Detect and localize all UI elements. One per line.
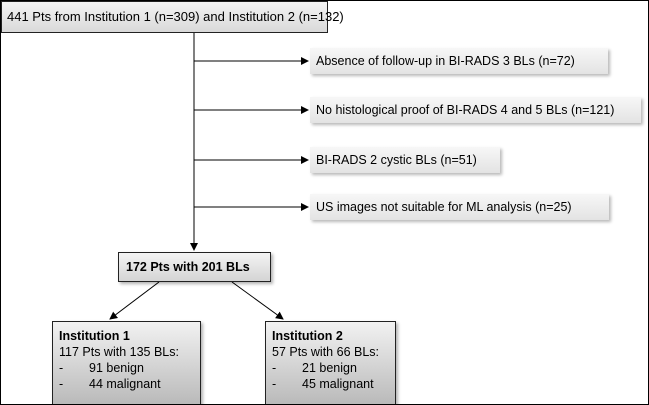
malignant-count: 45 malignant	[302, 377, 374, 391]
exclusion-text: US images not suitable for ML analysis (…	[316, 200, 572, 214]
exclusion-box-3: BI-RADS 2 cystic BLs (n=51)	[310, 147, 500, 173]
list-item: - 45 malignant	[272, 376, 395, 392]
final-cohort-box: 172 Pts with 201 BLs	[118, 252, 271, 282]
institution-summary: 117 Pts with 135 BLs:	[59, 345, 179, 359]
split-arrow-left	[109, 281, 160, 320]
enrollment-text: 441 Pts from Institution 1 (n=309) and I…	[7, 9, 344, 24]
malignant-count: 44 malignant	[89, 377, 161, 391]
bullet-dash: -	[59, 361, 64, 375]
bullet-dash: -	[272, 377, 277, 391]
institution-1-box: Institution 1 117 Pts with 135 BLs: - 91…	[52, 321, 201, 404]
split-arrow-right	[231, 281, 284, 320]
institution-2-box: Institution 2 57 Pts with 66 BLs: - 21 b…	[265, 321, 396, 404]
bullet-dash: -	[59, 377, 64, 391]
list-item: - 21 benign	[272, 360, 395, 376]
enrollment-box: 441 Pts from Institution 1 (n=309) and I…	[1, 1, 344, 33]
exclusion-box-2: No histological proof of BI-RADS 4 and 5…	[310, 97, 641, 123]
institution-title: Institution 1	[59, 329, 130, 343]
benign-count: 91 benign	[89, 361, 144, 375]
exclusion-box-4: US images not suitable for ML analysis (…	[310, 194, 609, 220]
exclusion-box-1: Absence of follow-up in BI-RADS 3 BLs (n…	[310, 48, 608, 74]
list-item: - 91 benign	[59, 360, 200, 376]
institution-summary: 57 Pts with 66 BLs:	[272, 345, 380, 359]
bullet-dash: -	[272, 361, 277, 375]
final-cohort-text: 172 Pts with 201 BLs	[126, 260, 250, 274]
list-item: - 44 malignant	[59, 376, 200, 392]
exclusion-text: BI-RADS 2 cystic BLs (n=51)	[316, 153, 477, 167]
exclusion-text: Absence of follow-up in BI-RADS 3 BLs (n…	[316, 54, 575, 68]
benign-count: 21 benign	[302, 361, 357, 375]
institution-title: Institution 2	[272, 329, 343, 343]
exclusion-text: No histological proof of BI-RADS 4 and 5…	[316, 103, 615, 117]
